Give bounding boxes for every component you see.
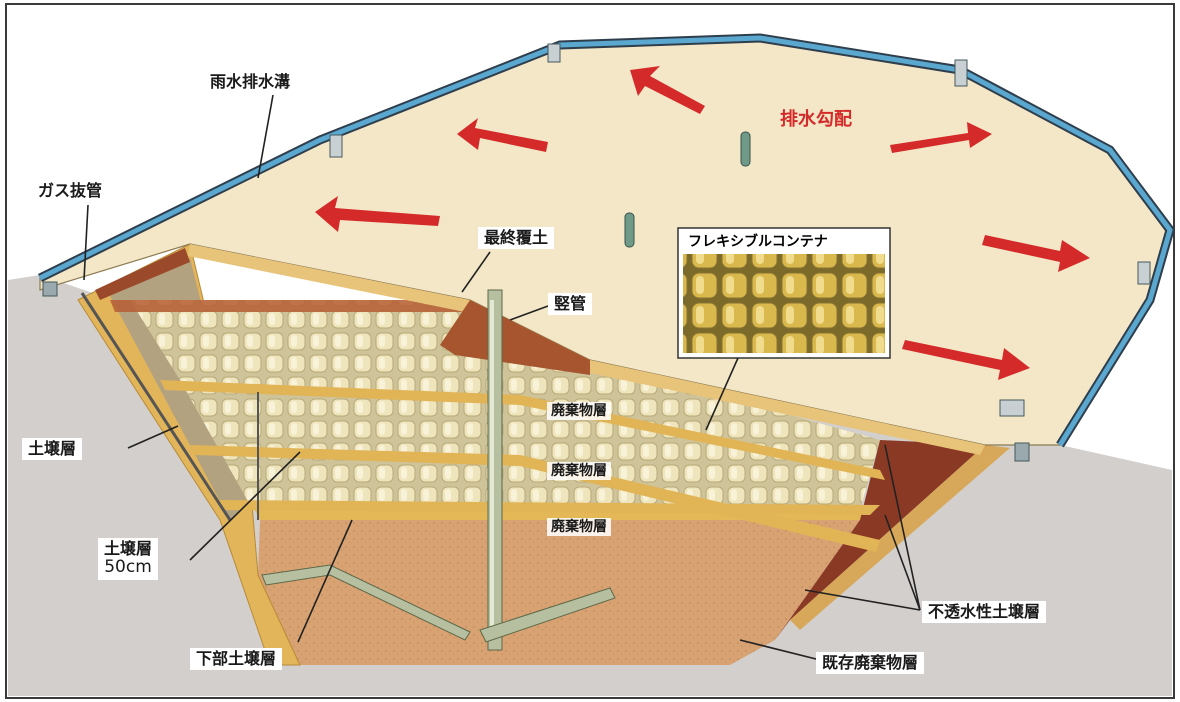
label-final-cover: 最終覆土 — [478, 227, 555, 250]
cover-wedge — [440, 300, 590, 375]
label-flexible-container: フレキシブルコンテナ — [684, 230, 832, 252]
gas-vent-pipe-left — [80, 292, 232, 521]
label-waste-layer-3: 廃棄物層 — [547, 518, 611, 537]
inset-container-image — [683, 254, 885, 353]
left-bottom-pipe — [261, 564, 471, 641]
bottom-drain-pipe — [479, 587, 616, 643]
soil-band-1 — [160, 380, 885, 480]
final-cover-edge — [188, 244, 985, 455]
drainage-arrows — [315, 66, 1090, 380]
leader-lines — [83, 94, 921, 661]
label-gas-vent: ガス抜管 — [38, 181, 103, 200]
label-impermeable-soil-layer: 不透水性土壌層 — [922, 601, 1047, 624]
label-drain-channel: 雨水排水溝 — [210, 72, 291, 91]
impermeable-top-band — [110, 300, 470, 312]
label-soil-layer-50cm: 土壌層 50cm — [98, 538, 159, 580]
label-waste-layer-2: 廃棄物層 — [547, 462, 611, 481]
label-existing-waste-layer: 既存廃棄物層 — [816, 652, 925, 675]
label-soil-layer-50cm-line2: 50cm — [104, 557, 152, 578]
label-vertical-pipe: 竪管 — [548, 293, 593, 316]
label-waste-layer-1: 廃棄物層 — [547, 402, 611, 421]
gas-vent-pipes — [42, 43, 1151, 462]
impermeable-wall-right — [775, 440, 985, 640]
label-drainage-slope: 排水勾配 — [780, 109, 852, 130]
impermeable-top-left — [95, 248, 190, 300]
vertical-pipe-highlight — [490, 300, 494, 640]
soil-wall-right — [790, 445, 1010, 630]
label-lower-soil-layer: 下部土壌層 — [190, 648, 283, 671]
existing-waste-layer — [258, 520, 860, 665]
label-soil-layer: 土壌層 — [22, 438, 83, 461]
soil-band-3 — [215, 500, 880, 515]
label-soil-layer-50cm-line1: 土壌層 — [104, 539, 153, 558]
